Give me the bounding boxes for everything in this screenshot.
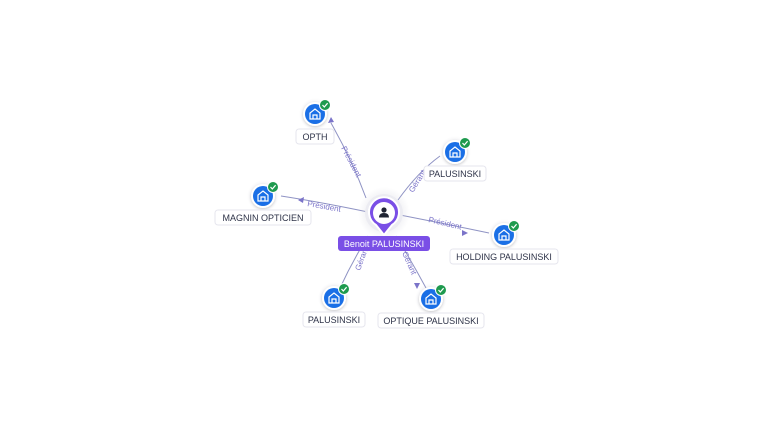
building-icon bbox=[309, 108, 321, 120]
verified-badge-icon bbox=[338, 283, 350, 295]
building-icon bbox=[328, 292, 340, 304]
edge-label-optique: Gérant bbox=[400, 250, 418, 277]
verified-badge-icon bbox=[435, 284, 447, 296]
label-palusinski-2[interactable]: PALUSINSKI bbox=[308, 315, 360, 325]
label-holding[interactable]: HOLDING PALUSINSKI bbox=[456, 252, 552, 262]
arrow-opth bbox=[328, 117, 334, 123]
verified-badge-icon bbox=[319, 99, 331, 111]
verified-badge-icon bbox=[267, 181, 279, 193]
label-opth[interactable]: OPTH bbox=[302, 132, 327, 142]
label-box-holding bbox=[449, 248, 559, 265]
node-palusinski-1[interactable] bbox=[439, 136, 471, 168]
node-opth[interactable] bbox=[299, 98, 331, 130]
center-person-node[interactable] bbox=[358, 187, 410, 239]
label-palusinski-1[interactable]: PALUSINSKI bbox=[429, 169, 481, 179]
label-optique[interactable]: OPTIQUE PALUSINSKI bbox=[383, 316, 478, 326]
building-icon bbox=[449, 146, 461, 158]
label-magnin[interactable]: MAGNIN OPTICIEN bbox=[222, 213, 303, 223]
edge-opth bbox=[330, 122, 367, 199]
label-box-palusinski-2 bbox=[302, 311, 366, 328]
edge-label-holding: Président bbox=[428, 215, 464, 232]
verified-badge-icon bbox=[459, 137, 471, 149]
verified-badge-icon bbox=[508, 220, 520, 232]
building-icon bbox=[498, 229, 510, 241]
building-icon bbox=[257, 190, 269, 202]
label-box-palusinski-1 bbox=[423, 165, 487, 182]
arrow-holding bbox=[462, 230, 468, 236]
node-palusinski-2[interactable] bbox=[318, 282, 350, 314]
node-optique[interactable] bbox=[415, 283, 447, 315]
person-icon bbox=[379, 207, 389, 218]
edge-label-opth: Président bbox=[339, 145, 363, 180]
node-holding[interactable] bbox=[488, 219, 520, 251]
label-box-opth bbox=[295, 128, 335, 145]
edge-label-magnin: Président bbox=[307, 199, 343, 214]
center-label-box bbox=[338, 236, 430, 251]
label-box-optique bbox=[377, 312, 485, 329]
arrow-magnin bbox=[298, 197, 304, 203]
building-icon bbox=[425, 293, 437, 305]
arrow-optique bbox=[414, 283, 420, 289]
center-label[interactable]: Benoit PALUSINSKI bbox=[344, 239, 424, 249]
node-magnin[interactable] bbox=[247, 180, 279, 212]
label-box-magnin bbox=[214, 209, 312, 226]
